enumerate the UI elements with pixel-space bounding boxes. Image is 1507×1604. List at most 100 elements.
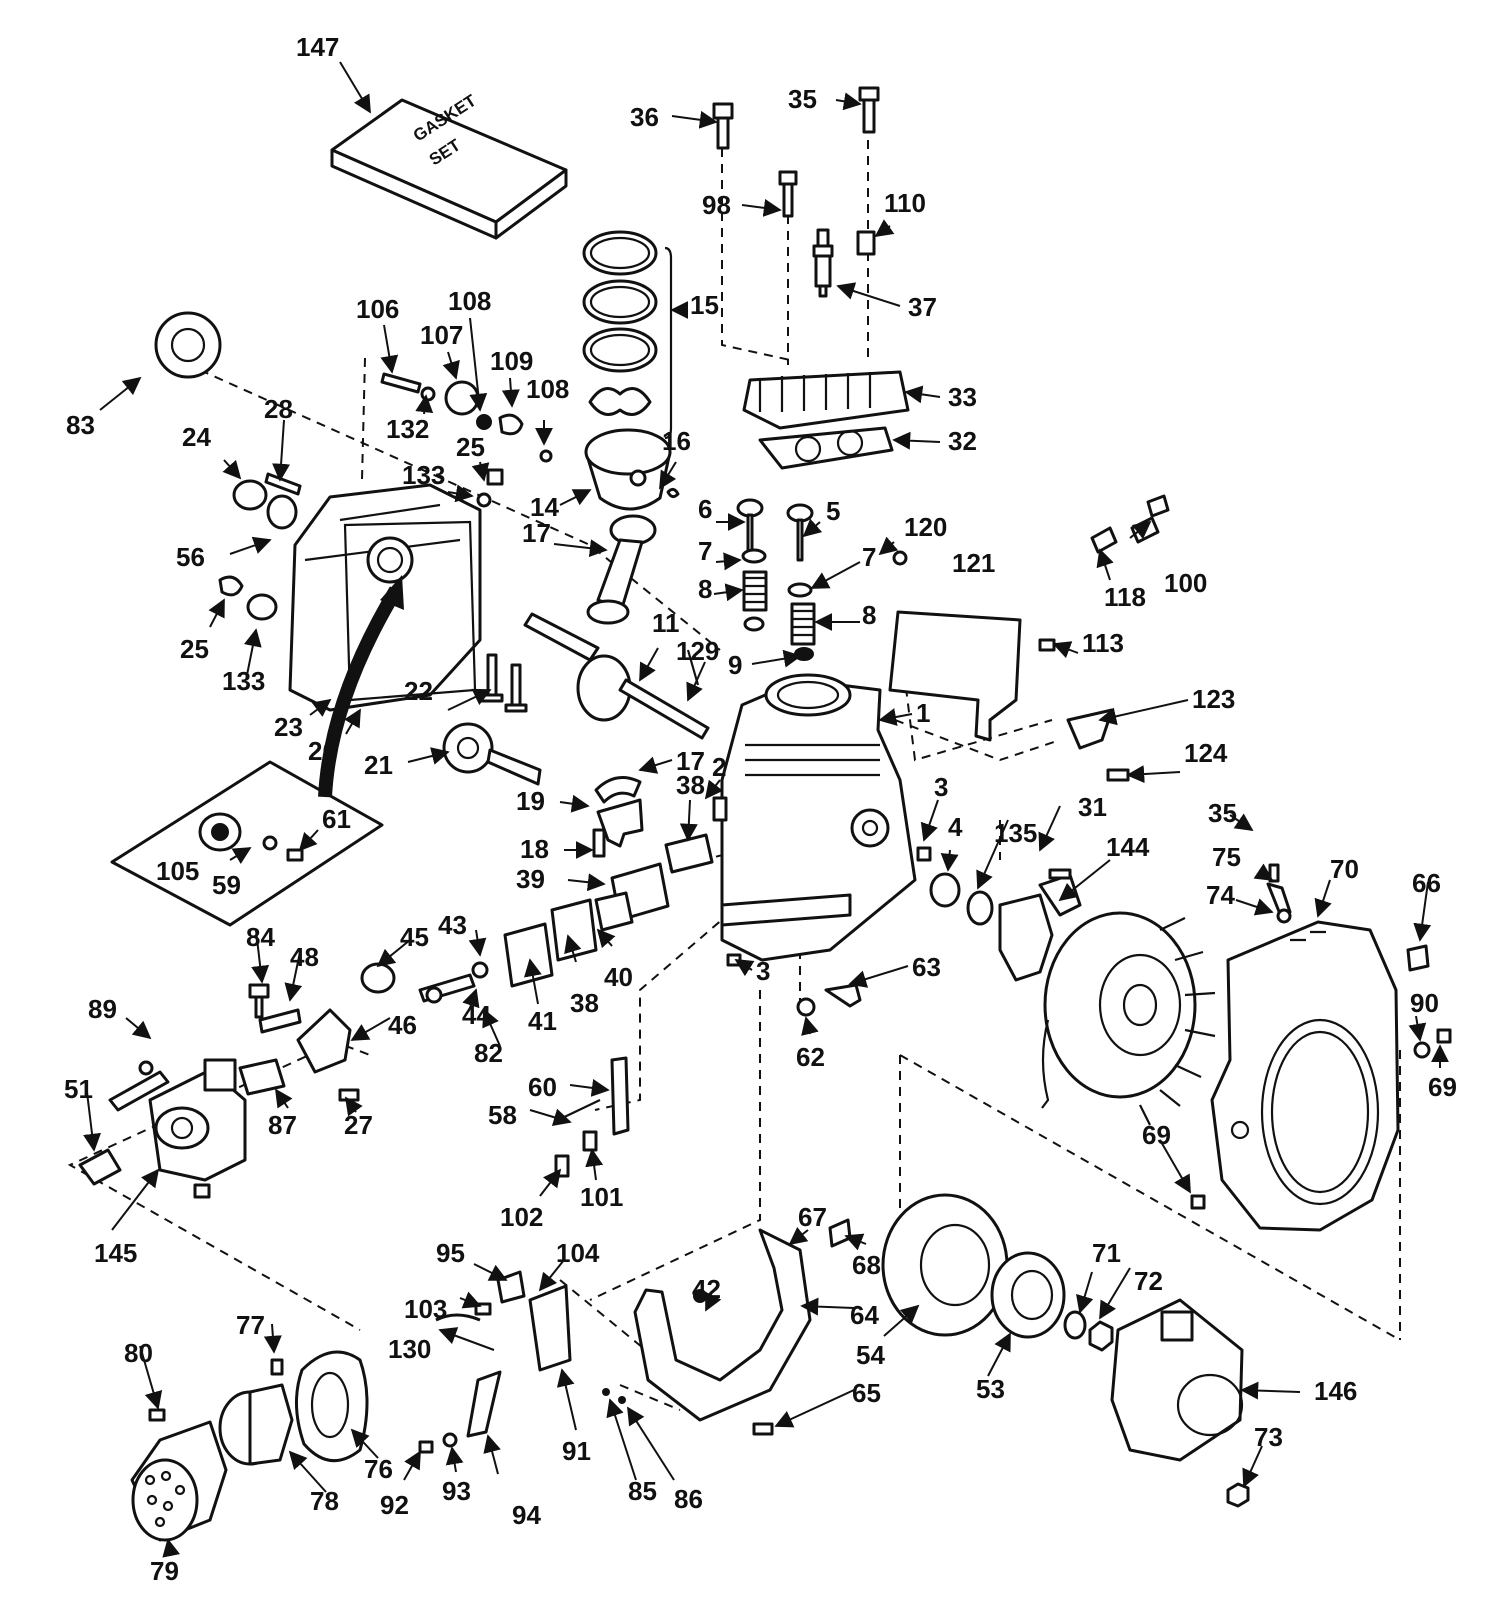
label-70: 70 bbox=[1330, 854, 1359, 884]
label-84: 84 bbox=[246, 922, 275, 952]
cylinder-block bbox=[720, 673, 917, 962]
label-71: 71 bbox=[1092, 1238, 1121, 1268]
label-101: 101 bbox=[580, 1182, 623, 1212]
label-11: 11 bbox=[652, 608, 680, 638]
label-113: 113 bbox=[1082, 628, 1124, 658]
label-72: 72 bbox=[1134, 1266, 1163, 1296]
label-39: 39 bbox=[516, 864, 545, 894]
label-69-lower: 69 bbox=[1142, 1120, 1171, 1150]
label-46: 46 bbox=[388, 1010, 417, 1040]
label-48: 48 bbox=[290, 942, 319, 972]
label-129: 129 bbox=[676, 636, 719, 666]
label-79: 79 bbox=[150, 1556, 179, 1586]
label-17-cap: 17 bbox=[676, 746, 705, 776]
label-63: 63 bbox=[912, 952, 941, 982]
label-15: 15 bbox=[690, 290, 719, 320]
governor-parts bbox=[592, 776, 644, 858]
label-94: 94 bbox=[512, 1500, 541, 1530]
label-78: 78 bbox=[310, 1486, 339, 1516]
label-91: 91 bbox=[562, 1436, 591, 1466]
label-103: 103 bbox=[404, 1294, 447, 1324]
label-105: 105 bbox=[156, 856, 199, 886]
label-86: 86 bbox=[674, 1484, 703, 1514]
label-66: 66 bbox=[1412, 868, 1441, 898]
label-24: 24 bbox=[182, 422, 211, 452]
valves bbox=[736, 498, 816, 661]
label-123: 123 bbox=[1192, 684, 1235, 714]
label-90: 90 bbox=[1410, 988, 1439, 1018]
label-106: 106 bbox=[356, 294, 399, 324]
oil-seals bbox=[929, 872, 994, 926]
head-bolts bbox=[712, 86, 880, 298]
label-43: 43 bbox=[438, 910, 467, 940]
label-93: 93 bbox=[442, 1476, 471, 1506]
label-73: 73 bbox=[1254, 1422, 1283, 1452]
label-40: 40 bbox=[604, 962, 633, 992]
label-53: 53 bbox=[976, 1374, 1005, 1404]
label-61: 61 bbox=[322, 804, 351, 834]
label-124: 124 bbox=[1184, 738, 1228, 768]
label-3-upper: 3 bbox=[934, 772, 948, 802]
crankshaft bbox=[523, 612, 710, 740]
label-45: 45 bbox=[400, 922, 429, 952]
label-130: 130 bbox=[388, 1334, 431, 1364]
label-38-upper: 38 bbox=[676, 770, 705, 800]
label-147: 147 bbox=[296, 32, 339, 62]
label-17-rod: 17 bbox=[522, 518, 551, 548]
label-16: 16 bbox=[662, 426, 691, 456]
label-132: 132 bbox=[386, 414, 429, 444]
label-58: 58 bbox=[488, 1100, 517, 1130]
label-36: 36 bbox=[630, 102, 659, 132]
label-3-lower: 3 bbox=[756, 956, 770, 986]
label-76: 76 bbox=[364, 1454, 393, 1484]
label-89: 89 bbox=[88, 994, 117, 1024]
label-69-right: 69 bbox=[1428, 1072, 1457, 1102]
label-9: 9 bbox=[728, 650, 742, 680]
air-cleaner bbox=[130, 1350, 369, 1542]
label-98: 98 bbox=[702, 190, 731, 220]
label-85: 85 bbox=[628, 1476, 657, 1506]
label-22: 22 bbox=[404, 676, 433, 706]
label-120: 120 bbox=[904, 512, 947, 542]
gasket-set-box: GASKET SET bbox=[330, 91, 568, 240]
detail-inset-box bbox=[110, 575, 404, 927]
label-118: 118 bbox=[1104, 582, 1146, 612]
label-65: 65 bbox=[852, 1378, 881, 1408]
label-41: 41 bbox=[528, 1006, 557, 1036]
label-75: 75 bbox=[1212, 842, 1241, 872]
label-62: 62 bbox=[796, 1042, 825, 1072]
label-27: 27 bbox=[344, 1110, 373, 1140]
cylinder-head bbox=[742, 370, 910, 470]
label-54: 54 bbox=[856, 1340, 885, 1370]
label-133-lower: 133 bbox=[222, 666, 265, 696]
cylinder-shroud bbox=[633, 1218, 852, 1436]
label-144: 144 bbox=[1106, 832, 1150, 862]
rewind-starter bbox=[1110, 1298, 1250, 1508]
ignition-coil bbox=[998, 868, 1082, 982]
label-92: 92 bbox=[380, 1490, 409, 1520]
label-51: 51 bbox=[64, 1074, 93, 1104]
label-44: 44 bbox=[462, 1000, 491, 1030]
label-25-lower: 25 bbox=[180, 634, 209, 664]
label-80: 80 bbox=[124, 1338, 153, 1368]
label-23: 23 bbox=[274, 712, 303, 742]
label-64: 64 bbox=[850, 1300, 879, 1330]
leader-arrows bbox=[83, 61, 1449, 1558]
control-bracket bbox=[418, 1270, 626, 1454]
rotating-screen bbox=[881, 1193, 1009, 1337]
label-87: 87 bbox=[268, 1110, 297, 1140]
label-5: 5 bbox=[826, 496, 840, 526]
label-145: 145 bbox=[94, 1238, 137, 1268]
label-107: 107 bbox=[420, 320, 463, 350]
label-18: 18 bbox=[520, 834, 549, 864]
label-35-shroud: 35 bbox=[1208, 798, 1237, 828]
part-labels: 147 36 35 98 110 37 15 33 32 106 108 107… bbox=[64, 32, 1457, 1586]
label-37: 37 bbox=[908, 292, 937, 322]
label-133-top: 133 bbox=[402, 460, 445, 490]
label-146: 146 bbox=[1314, 1376, 1357, 1406]
label-77: 77 bbox=[236, 1310, 265, 1340]
blower-housing bbox=[1210, 863, 1430, 1232]
label-32: 32 bbox=[948, 426, 977, 456]
misc-hardware bbox=[154, 311, 1452, 1210]
